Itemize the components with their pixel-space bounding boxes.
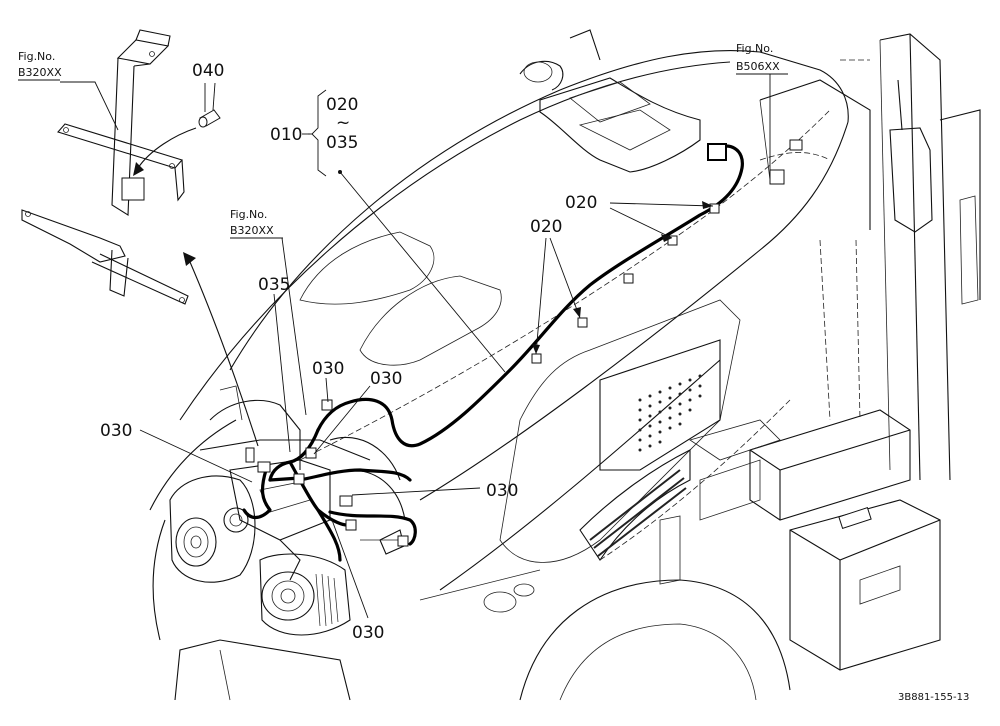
figure-ref-b320xx-top: Fig.No. B320XX [18,50,62,81]
fig-ref-label: Fig.No. [18,50,55,63]
part-label-030: 030 [352,623,384,643]
hood-body [149,29,981,701]
part-label-030: 030 [486,481,518,501]
bracket-assembly [21,29,189,305]
fig-ref-code: B506XX [736,60,780,73]
part-label-020-range-start: 020 [326,95,358,115]
part-label-040: 040 [192,61,224,81]
part-label-035-range-end: 035 [326,133,358,153]
part-label-030: 030 [370,369,402,389]
figure-ref-b506xx: Fig.No. B506XX [736,42,788,75]
part-label-010: 010 [270,125,302,145]
range-tilde: ~ [336,113,350,133]
part-label-030: 030 [312,359,344,379]
part-label-020: 020 [530,217,562,237]
part-label-030: 030 [100,421,132,441]
drawing-number: 3B881-155-13 [898,692,969,703]
fig-ref-code: B320XX [230,224,274,237]
clamps-020 [531,203,720,364]
front-lamps [169,385,541,636]
figure-ref-b320xx-mid: Fig.No. B320XX [230,208,283,239]
clip-040 [198,109,221,128]
wire-harness [242,143,744,562]
part-label-020: 020 [565,193,597,213]
fig-ref-label: Fig.No. [230,208,267,221]
part-label-035: 035 [258,275,290,295]
fig-ref-label: Fig.No. [736,42,773,55]
fig-ref-code: B320XX [18,66,62,79]
